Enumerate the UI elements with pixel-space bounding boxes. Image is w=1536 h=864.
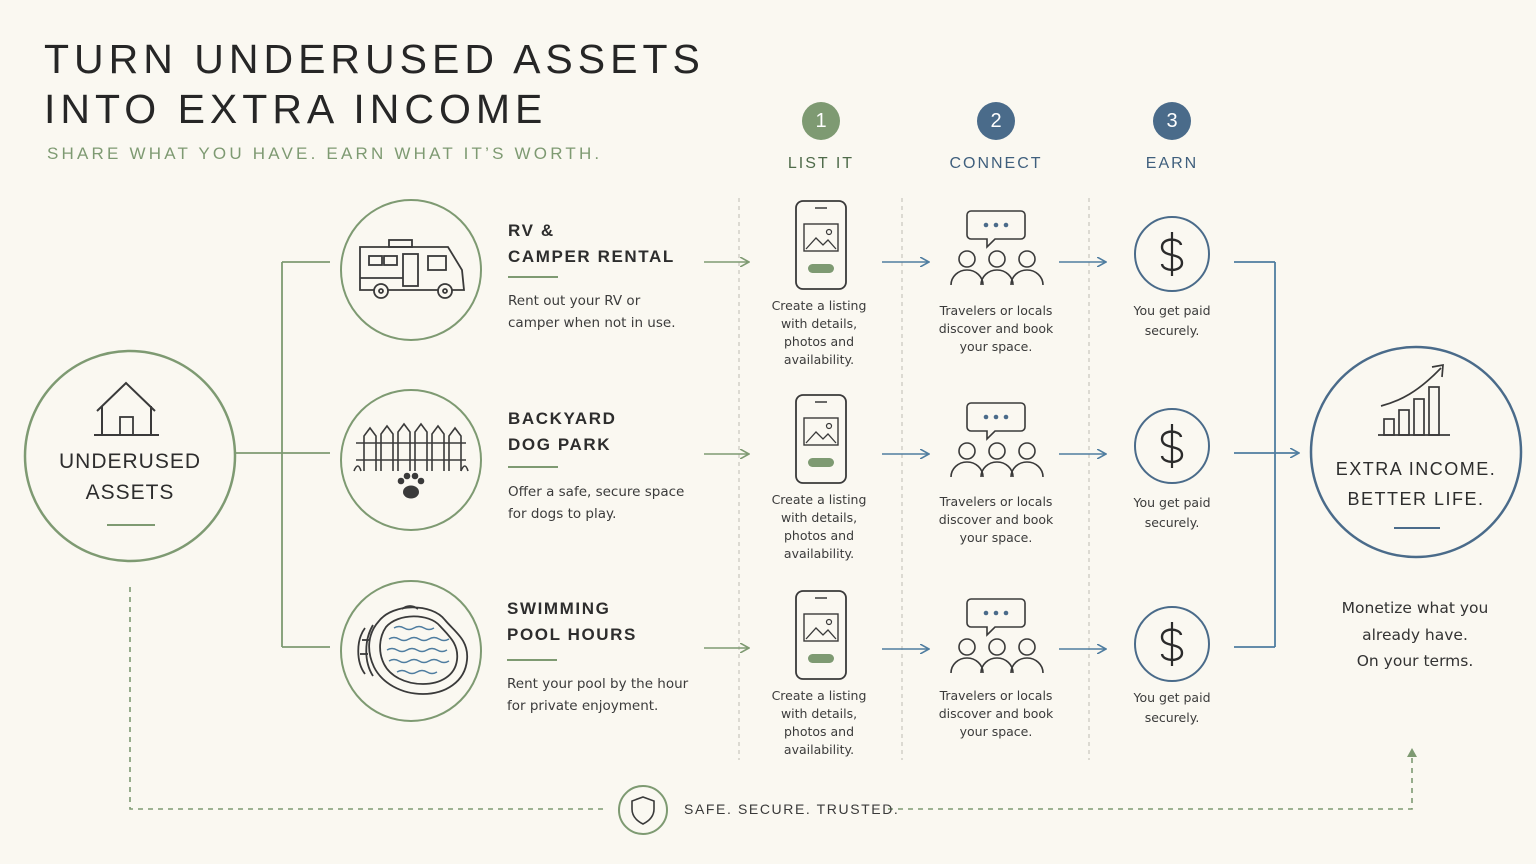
asset-circle-rv: [340, 199, 482, 341]
monetize-line: Monetize what you: [1341, 599, 1489, 617]
asset-desc-line: Offer a safe, secure space: [508, 484, 685, 500]
step-text-list: Create a listing with details, photos an…: [749, 687, 889, 759]
asset-desc-line: camper when not in use.: [508, 315, 676, 331]
monetize-text: Monetize what you already have. On your …: [1310, 595, 1520, 675]
source-label-line-1: UNDERUSED: [58, 450, 201, 473]
step-text-line: Create a listing: [771, 688, 867, 703]
outcome-circle: [1309, 345, 1523, 559]
growth-chart-icon: [1378, 363, 1450, 436]
step-text-line: discover and book: [938, 706, 1054, 721]
step-text-line: photos and: [783, 724, 855, 739]
source-label: UNDERUSED ASSETS: [40, 446, 220, 508]
step-number-3: 3: [1153, 102, 1191, 140]
asset-desc-pool: Rent your pool by the hour for private e…: [507, 673, 707, 717]
asset-title-dog-park: BACKYARD DOG PARK: [508, 406, 617, 458]
dollar-icon: [1133, 215, 1211, 293]
step-text-line: Create a listing: [771, 298, 867, 313]
people-chat-icon: [950, 598, 1044, 674]
step-text-earn: You get paid securely.: [1102, 301, 1242, 341]
step-text-line: Travelers or locals: [939, 494, 1053, 509]
outcome-label: EXTRA INCOME. BETTER LIFE.: [1316, 454, 1516, 514]
asset-title-line: CAMPER RENTAL: [508, 247, 675, 266]
step-number-2: 2: [977, 102, 1015, 140]
step-text-line: You get paid: [1133, 495, 1211, 510]
asset-title-line: POOL HOURS: [507, 625, 637, 644]
branch-connector: [236, 261, 330, 648]
step-text-line: your space.: [959, 724, 1033, 739]
page-title: TURN UNDERUSED ASSETS INTO EXTRA INCOME: [44, 34, 705, 134]
step-text-connect: Travelers or locals discover and book yo…: [926, 302, 1066, 356]
step-text-line: securely.: [1144, 710, 1200, 725]
monetize-line: already have.: [1362, 625, 1468, 644]
asset-desc-line: for private enjoyment.: [507, 698, 659, 714]
step-text-line: availability.: [783, 352, 855, 367]
step-text-list: Create a listing with details, photos an…: [749, 491, 889, 563]
asset-desc-dog-park: Offer a safe, secure space for dogs to p…: [508, 481, 708, 525]
asset-title-line: DOG PARK: [508, 435, 612, 454]
step-text-line: securely.: [1144, 323, 1200, 338]
asset-circle-dog-park: [340, 389, 482, 531]
title-line-1: TURN UNDERUSED ASSETS: [44, 36, 705, 82]
phone-listing-icon: [795, 200, 847, 290]
asset-title-line: SWIMMING: [507, 599, 611, 618]
step-text-line: Travelers or locals: [939, 688, 1053, 703]
step-number-1: 1: [802, 102, 840, 140]
step-text-list: Create a listing with details, photos an…: [749, 297, 889, 369]
asset-desc-line: Rent your pool by the hour: [507, 676, 689, 692]
step-text-line: discover and book: [938, 321, 1054, 336]
asset-title-line: BACKYARD: [508, 409, 617, 428]
step-text-line: You get paid: [1133, 690, 1211, 705]
step-text-line: availability.: [783, 546, 855, 561]
step-text-line: photos and: [783, 528, 855, 543]
phone-listing-icon: [795, 394, 847, 484]
asset-desc-line: Rent out your RV or: [508, 293, 641, 309]
title-line-2: INTO EXTRA INCOME: [44, 86, 548, 132]
outcome-label-line-1: EXTRA INCOME.: [1335, 459, 1497, 479]
trust-label: SAFE. SECURE. TRUSTED.: [684, 801, 900, 817]
step-text-line: availability.: [783, 742, 855, 757]
step-text-line: You get paid: [1133, 303, 1211, 318]
shield-icon: [618, 785, 668, 835]
asset-title-rv: RV & CAMPER RENTAL: [508, 218, 675, 270]
step-label-list-it: LIST IT: [787, 155, 855, 172]
rv-icon: [359, 239, 465, 299]
dollar-icon: [1133, 407, 1211, 485]
asset-desc-line: for dogs to play.: [508, 506, 617, 522]
step-text-line: Create a listing: [771, 492, 867, 507]
monetize-line: On your terms.: [1356, 652, 1474, 670]
house-icon: [94, 381, 159, 436]
step-text-line: your space.: [959, 530, 1033, 545]
asset-desc-rv: Rent out your RV or camper when not in u…: [508, 290, 708, 334]
source-label-line-2: ASSETS: [85, 481, 175, 504]
asset-title-line: RV &: [508, 221, 555, 240]
asset-circle-pool: [340, 580, 482, 722]
step-text-line: with details,: [780, 706, 858, 721]
step-text-line: your space.: [959, 339, 1033, 354]
people-chat-icon: [950, 210, 1044, 286]
merge-connector: [1234, 261, 1298, 648]
dollar-icon: [1133, 605, 1211, 683]
step-text-connect: Travelers or locals discover and book yo…: [926, 493, 1066, 547]
phone-listing-icon: [795, 590, 847, 680]
step-text-line: Travelers or locals: [939, 303, 1053, 318]
step-text-line: securely.: [1144, 515, 1200, 530]
fence-paw-icon: [353, 422, 469, 500]
step-text-earn: You get paid securely.: [1102, 493, 1242, 533]
page-subtitle: SHARE WHAT YOU HAVE. EARN WHAT IT’S WORT…: [47, 144, 603, 163]
step-text-line: photos and: [783, 334, 855, 349]
step-text-earn: You get paid securely.: [1102, 688, 1242, 728]
step-label-earn: EARN: [1145, 155, 1199, 172]
asset-title-pool: SWIMMING POOL HOURS: [507, 596, 637, 648]
step-text-line: discover and book: [938, 512, 1054, 527]
pool-icon: [357, 605, 468, 695]
source-circle: [23, 349, 237, 563]
outcome-label-line-2: BETTER LIFE.: [1347, 489, 1485, 509]
step-label-connect: CONNECT: [949, 155, 1043, 172]
step-text-line: with details,: [780, 510, 858, 525]
step-text-connect: Travelers or locals discover and book yo…: [926, 687, 1066, 741]
step-text-line: with details,: [780, 316, 858, 331]
people-chat-icon: [950, 402, 1044, 478]
